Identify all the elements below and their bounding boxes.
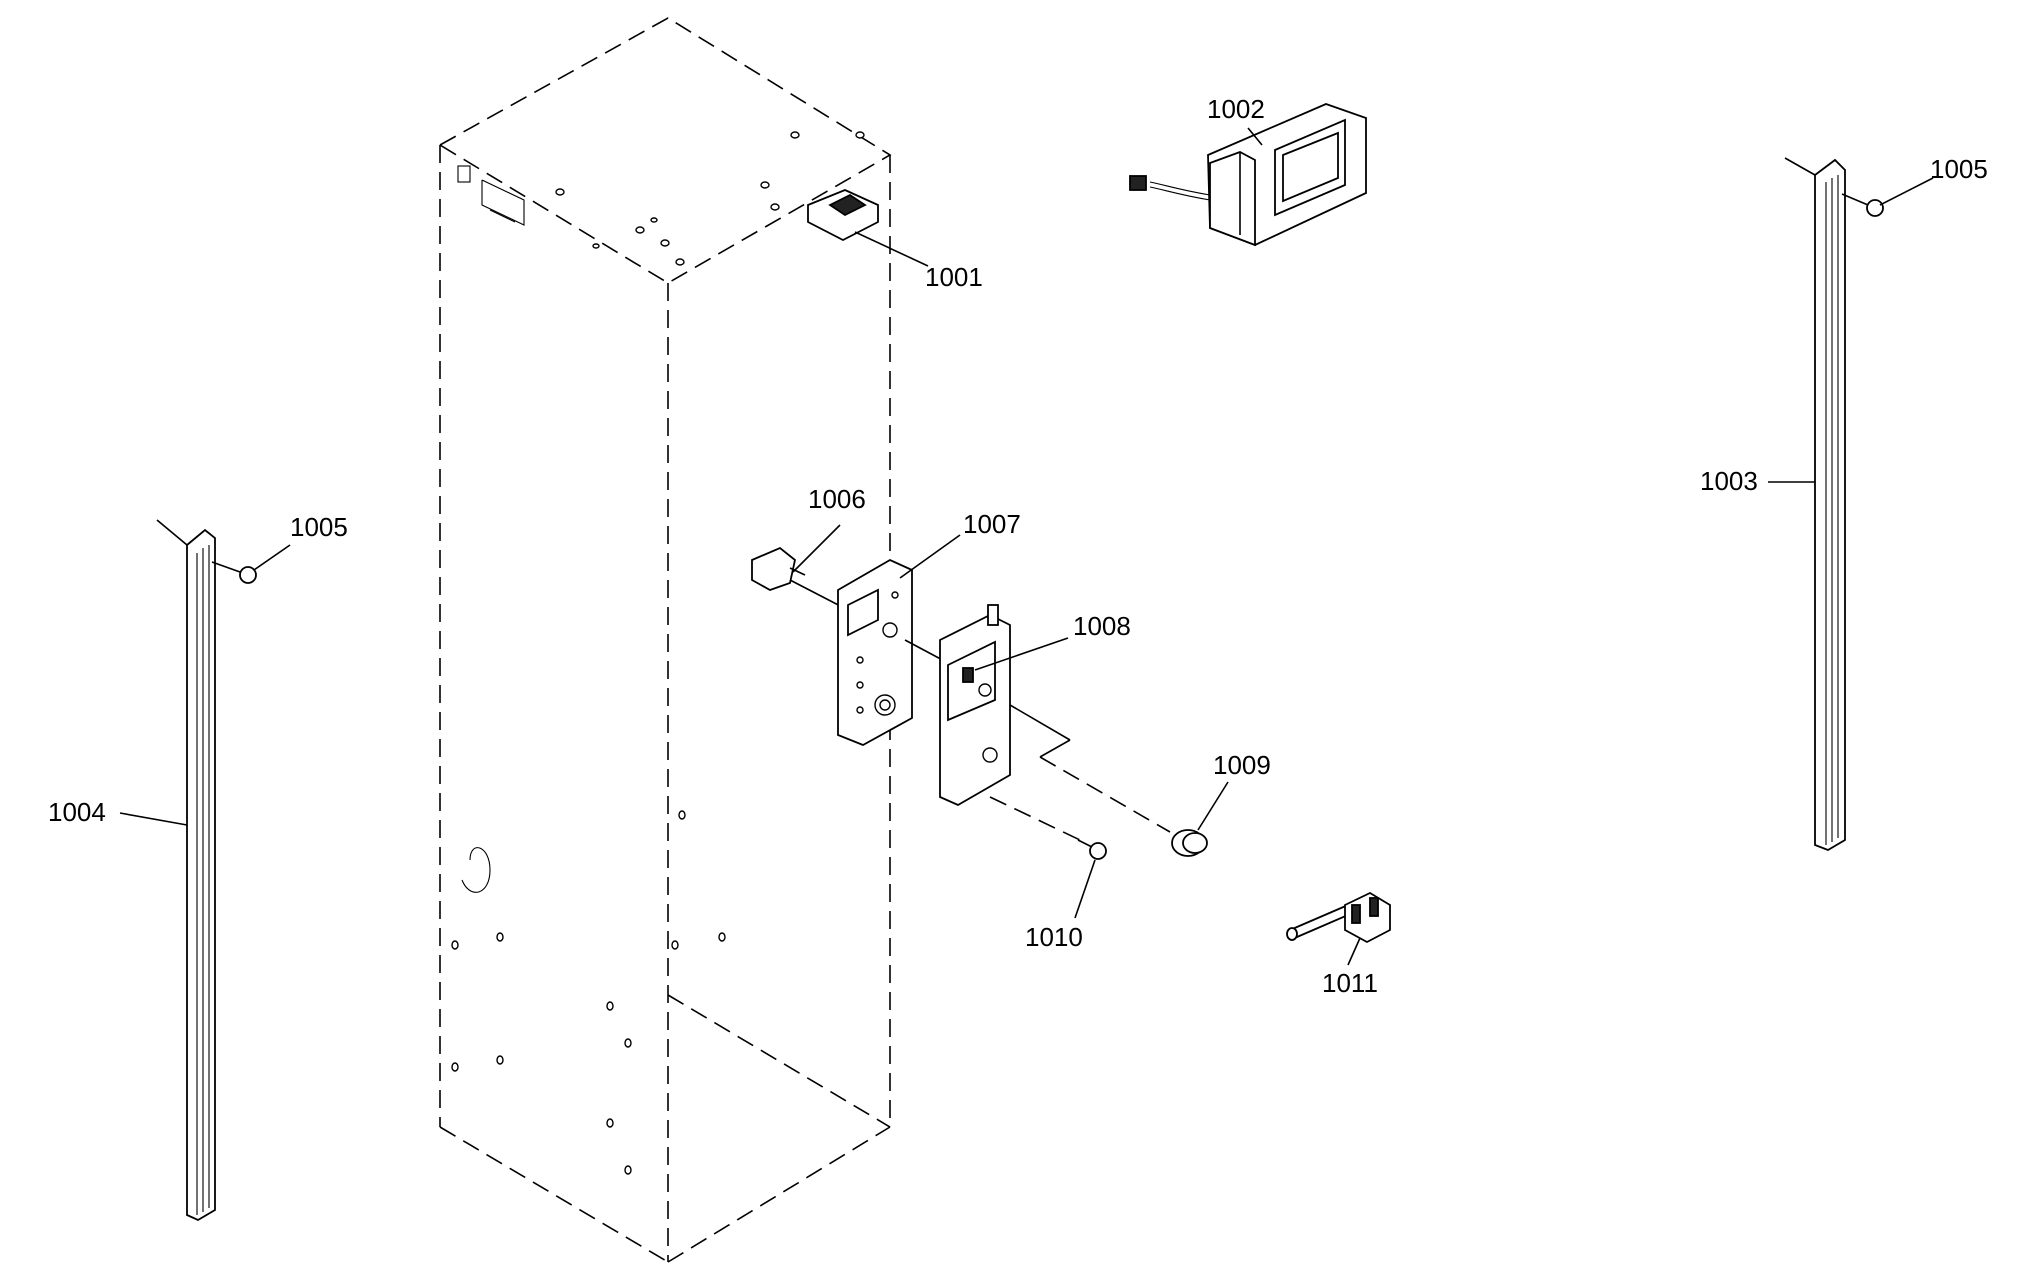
cabinet-outline [439, 17, 892, 1263]
callout-1002: 1002 [1207, 94, 1265, 124]
callout-1003: 1003 [1700, 466, 1758, 496]
screw-1005-right [1841, 177, 1934, 217]
part-1011 [1286, 891, 1391, 966]
cabinet-holes [451, 131, 865, 1175]
part-1009 [1039, 756, 1229, 857]
callout-1005-left: 1005 [290, 512, 348, 542]
callout-1006: 1006 [808, 484, 866, 514]
callout-1009: 1009 [1213, 750, 1271, 780]
part-1010 [989, 796, 1107, 919]
screw-1005-left [211, 544, 291, 584]
part-1002 [1129, 103, 1367, 247]
callout-1004: 1004 [48, 797, 106, 827]
callout-1005-right: 1005 [1930, 154, 1988, 184]
callout-1011: 1011 [1322, 968, 1378, 998]
part-1004 [119, 519, 291, 1222]
part-1001 [807, 189, 929, 267]
callout-1007: 1007 [963, 509, 1021, 539]
callout-1008: 1008 [1073, 611, 1131, 641]
callout-1001: 1001 [925, 262, 983, 292]
part-1003 [1768, 157, 1934, 851]
part-1008 [939, 604, 1071, 807]
part-1006 [751, 524, 849, 611]
part-1007 [837, 534, 966, 746]
callout-1010: 1010 [1025, 922, 1083, 952]
